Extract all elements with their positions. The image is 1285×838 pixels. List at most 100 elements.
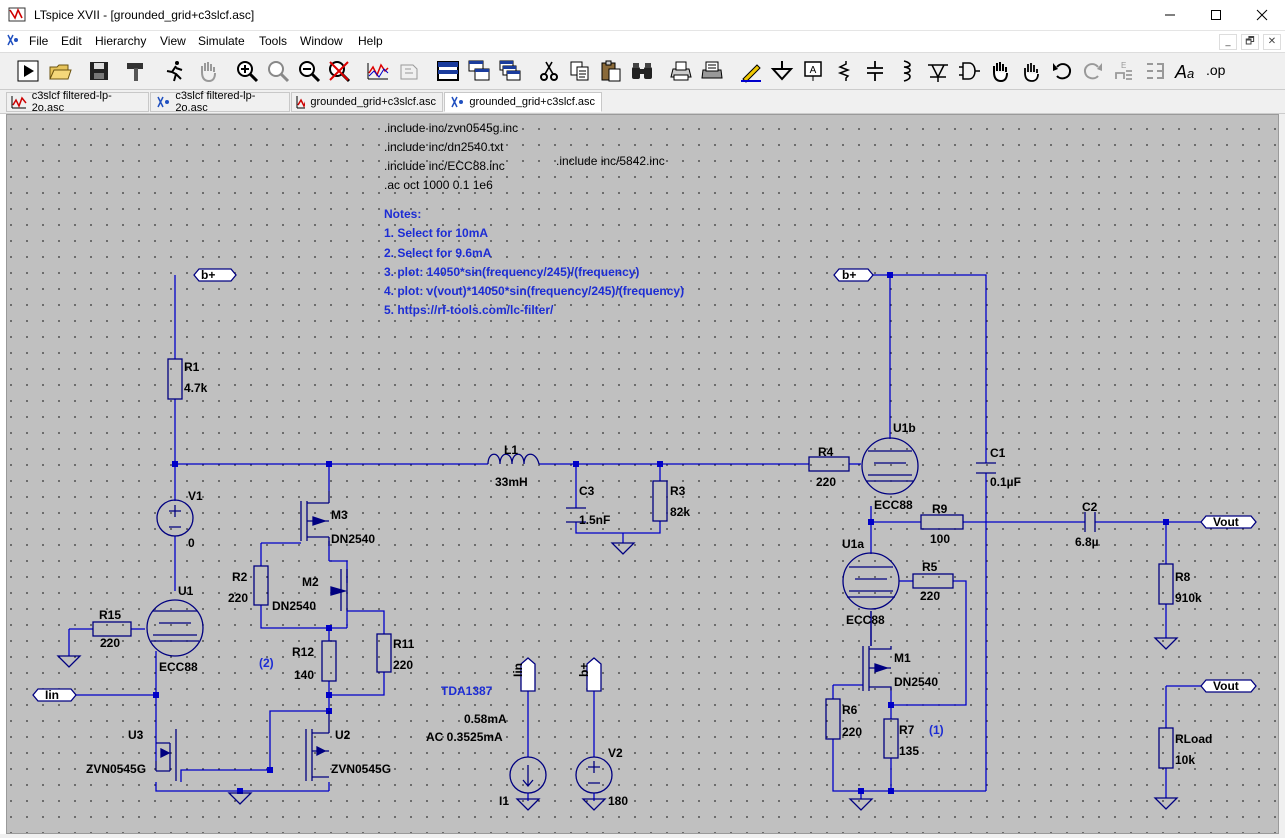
u3-symbol xyxy=(155,729,177,781)
r3-value: 82k xyxy=(670,505,690,519)
u1-name: U1 xyxy=(178,584,194,598)
hammer-icon[interactable] xyxy=(124,59,148,83)
ground-icon[interactable] xyxy=(770,59,794,83)
label-icon[interactable]: A xyxy=(801,59,825,83)
mdi-minimize-button[interactable]: _ xyxy=(1219,34,1237,50)
select-mark-1: (1) xyxy=(929,723,944,737)
find-icon[interactable] xyxy=(630,59,654,83)
minimize-icon xyxy=(1165,14,1175,16)
menu-tools[interactable]: Tools xyxy=(259,34,288,48)
i1-ac-value: AC 0.3525mA xyxy=(426,730,503,744)
cut-icon[interactable] xyxy=(537,59,561,83)
net-label: Iin xyxy=(511,663,525,677)
r1-name: R1 xyxy=(184,360,200,374)
net-label: b+ xyxy=(201,268,215,282)
u1-tube-symbol xyxy=(146,599,204,657)
print-icon[interactable] xyxy=(669,59,693,83)
note-line: 5. https://rf-tools.com/lc-filter/ xyxy=(384,303,554,317)
menu-view[interactable]: View xyxy=(160,34,186,48)
component-icon[interactable] xyxy=(957,59,981,83)
zoom-cancel-icon[interactable] xyxy=(327,59,351,83)
zoom-area-icon[interactable] xyxy=(266,59,290,83)
spice-directive: .include inc/ECC88.inc xyxy=(384,159,505,173)
draw-wire-icon[interactable] xyxy=(739,59,763,83)
l1-name: L1 xyxy=(504,443,518,457)
mirror-icon[interactable] xyxy=(1143,59,1167,83)
u1a-tube-symbol xyxy=(842,552,900,610)
tab-grounded-grid-schematic[interactable]: grounded_grid+c3slcf.asc xyxy=(444,92,602,112)
mdi-restore-button[interactable]: 🗗 xyxy=(1241,34,1259,50)
v2-symbol xyxy=(575,756,613,794)
paste-icon[interactable] xyxy=(599,59,623,83)
rload-name: RLoad xyxy=(1175,732,1212,746)
tab-label: grounded_grid+c3slcf.asc xyxy=(469,96,595,108)
cascade-icon[interactable] xyxy=(467,59,491,83)
mdi-close-button[interactable]: ✕ xyxy=(1263,34,1281,50)
tab-grounded-grid-waveform[interactable]: grounded_grid+c3slcf.asc xyxy=(291,92,443,112)
c3-name: C3 xyxy=(579,484,595,498)
menu-bar: File Edit Hierarchy View Simulate Tools … xyxy=(0,31,1285,51)
menu-help[interactable]: Help xyxy=(358,34,383,48)
ground-icon xyxy=(1154,637,1178,650)
c1-value: 0.1µF xyxy=(990,475,1021,489)
inductor-icon[interactable] xyxy=(894,59,918,83)
m1-name: M1 xyxy=(894,651,911,665)
close-button[interactable] xyxy=(1239,0,1285,30)
run-man-icon[interactable] xyxy=(163,59,187,83)
note-line: 4. plot: v(vout)*14050*sin(frequency/245… xyxy=(384,284,684,298)
zoom-out-icon[interactable] xyxy=(297,59,321,83)
print-setup-icon[interactable] xyxy=(700,59,724,83)
minimize-button[interactable] xyxy=(1147,0,1193,30)
move-icon[interactable] xyxy=(988,59,1012,83)
net-label: b+ xyxy=(842,268,856,282)
undo-icon[interactable] xyxy=(1050,59,1074,83)
run-icon[interactable] xyxy=(16,59,40,83)
maximize-button[interactable] xyxy=(1193,0,1239,30)
r4-symbol xyxy=(808,456,850,472)
v1-name: V1 xyxy=(188,489,203,503)
schematic-canvas[interactable]: b+ b+ Iin Vout Vout Iin b+ R1 4.7k V1 0 … xyxy=(6,114,1279,834)
open-icon[interactable] xyxy=(48,59,72,83)
capacitor-icon[interactable] xyxy=(863,59,887,83)
diode-icon[interactable] xyxy=(926,59,950,83)
c2-symbol xyxy=(1084,512,1096,532)
menu-hierarchy[interactable]: Hierarchy xyxy=(95,34,147,48)
r7-value: 135 xyxy=(899,744,919,758)
r2-symbol xyxy=(253,565,269,606)
menu-window[interactable]: Window xyxy=(300,34,343,48)
tab-c3slcf-waveform[interactable]: c3slcf filtered-lp-2o.asc xyxy=(6,90,149,114)
drag-icon[interactable] xyxy=(1019,59,1043,83)
svg-text:a: a xyxy=(1187,66,1194,81)
window-frame-right xyxy=(1279,114,1285,838)
spice-directive-icon[interactable]: .op xyxy=(1205,59,1229,83)
resistor-icon[interactable] xyxy=(832,59,856,83)
zoom-in-icon[interactable] xyxy=(235,59,259,83)
net-label: b+ xyxy=(577,663,591,677)
menu-edit[interactable]: Edit xyxy=(61,34,82,48)
u1a-name: U1a xyxy=(842,537,864,551)
tab-label: c3slcf filtered-lp-2o.asc xyxy=(175,90,256,114)
document-system-icon[interactable] xyxy=(6,33,20,47)
spice-icon[interactable] xyxy=(397,59,421,83)
net-flag-iin xyxy=(32,688,77,702)
tile-icon[interactable] xyxy=(498,59,522,83)
control-panel-icon[interactable] xyxy=(436,59,460,83)
copy-icon[interactable] xyxy=(568,59,592,83)
waveform-tab-icon xyxy=(296,96,306,109)
waveform-icon[interactable] xyxy=(366,59,390,83)
r15-symbol xyxy=(92,621,132,637)
rotate-icon[interactable]: E xyxy=(1112,59,1136,83)
pan-hand-icon[interactable] xyxy=(196,59,220,83)
m3-value: DN2540 xyxy=(331,532,375,546)
rload-symbol xyxy=(1158,727,1174,769)
redo-icon[interactable] xyxy=(1081,59,1105,83)
u2-value: ZVN0545G xyxy=(331,762,391,776)
svg-text:A: A xyxy=(1174,62,1187,82)
note-line: 2. Select for 9.6mA xyxy=(384,246,492,260)
menu-simulate[interactable]: Simulate xyxy=(198,34,245,48)
save-icon[interactable] xyxy=(87,59,111,83)
menu-file[interactable]: File xyxy=(29,34,49,48)
tab-c3slcf-schematic[interactable]: c3slcf filtered-lp-2o.asc xyxy=(150,90,290,114)
